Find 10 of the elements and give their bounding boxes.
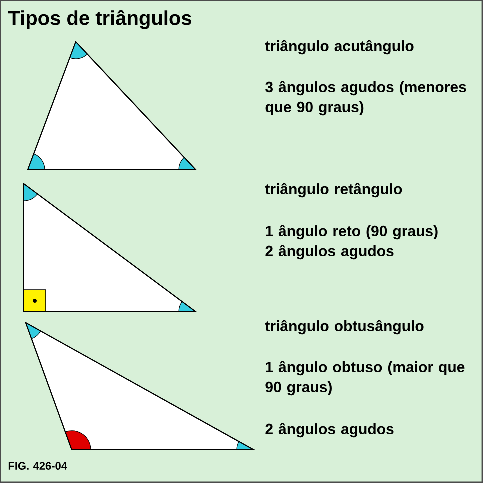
figure-number: FIG. 426-04 xyxy=(8,462,68,470)
title: Tipos de triângulos xyxy=(8,10,192,30)
triangle-name: triângulo retângulo xyxy=(265,183,402,198)
description: 2 ângulos agudos xyxy=(266,423,394,438)
triangle-name: triângulo obtusângulo xyxy=(265,320,424,335)
description: 1 ângulo obtuso (maior que 90 graus) xyxy=(266,361,465,396)
description: 1 ângulo reto (90 graus) xyxy=(266,225,438,240)
description: 2 ângulos agudos xyxy=(266,245,394,260)
triangle-name: triângulo acutângulo xyxy=(265,40,414,55)
description: 3 ângulos agudos (menores que 90 graus) xyxy=(266,81,466,116)
